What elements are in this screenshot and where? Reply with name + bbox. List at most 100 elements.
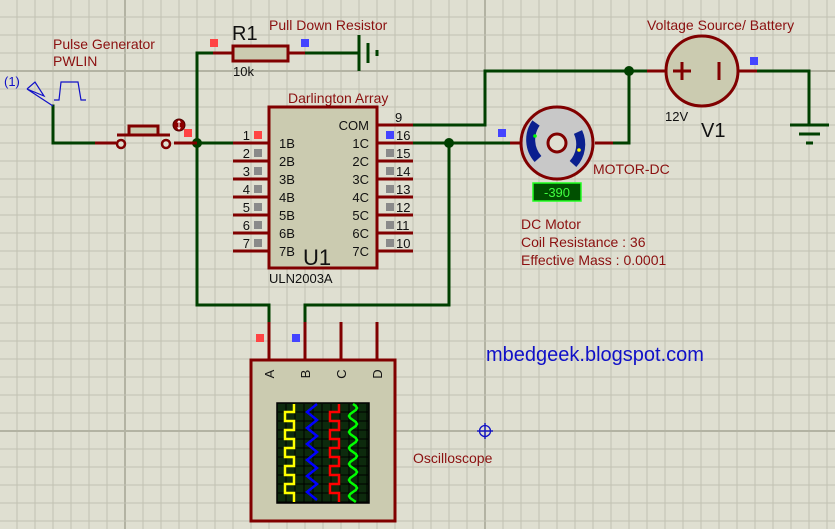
logic-state-low-indicator — [386, 131, 394, 139]
pin-number: 3 — [243, 164, 250, 179]
motor-property: DC Motor — [521, 216, 581, 232]
logic-state-low-indicator — [292, 334, 300, 342]
trace-channel-a — [283, 404, 296, 502]
logic-state-high-indicator — [254, 131, 262, 139]
pin-name: 1B — [279, 136, 295, 151]
ic-pin-4[interactable]: 4 4B — [233, 182, 295, 205]
logic-state-unknown-indicator — [254, 149, 262, 157]
ic-pin-5[interactable]: 5 5B — [233, 200, 295, 223]
battery-plus-icon — [673, 62, 691, 80]
oscilloscope-channel-b: B — [298, 370, 313, 379]
push-button-switch[interactable] — [95, 118, 197, 150]
ic-pin-1[interactable]: 1 1B — [233, 128, 295, 151]
pin-number: 12 — [396, 200, 410, 215]
pin-name: 5C — [352, 208, 369, 223]
ic-part-number: ULN2003A — [269, 271, 333, 286]
pin-number: 13 — [396, 182, 410, 197]
battery-voltage: 12V — [665, 109, 688, 124]
pin-name: 4C — [352, 190, 369, 205]
ic-pin-3[interactable]: 33B — [233, 164, 295, 187]
ic-pin-12[interactable]: 5C 12 — [352, 200, 413, 223]
logic-state-low-indicator — [750, 57, 758, 65]
pulse-waveform-icon — [54, 81, 86, 101]
pin-number: 9 — [395, 110, 402, 125]
crosshair-marker-icon[interactable] — [477, 423, 493, 439]
wire-r1-junction-scope-a[interactable] — [195, 51, 271, 325]
logic-state-unknown-indicator — [254, 239, 262, 247]
trace-channel-b — [304, 403, 320, 501]
logic-state-unknown-indicator — [386, 203, 394, 211]
motor-magnet-left — [526, 120, 542, 162]
pin-name: 7B — [279, 244, 295, 259]
pin-number: 5 — [243, 200, 250, 215]
ic-body — [267, 105, 379, 270]
logic-state-unknown-indicator — [386, 167, 394, 175]
pin-name: 4B — [279, 190, 295, 205]
resistor-description: Pull Down Resistor — [269, 17, 388, 33]
motor-speed-readout: -390 — [544, 185, 570, 200]
pulse-generator-title: Pulse Generator — [53, 36, 155, 52]
ic-pin-15[interactable]: 2C 15 — [352, 146, 413, 169]
wire-motor-to-battery[interactable] — [608, 69, 631, 145]
motor-property: Effective Mass : 0.0001 — [521, 252, 666, 268]
logic-state-unknown-indicator — [254, 167, 262, 175]
pin-number: 7 — [243, 236, 250, 251]
ic-pin-7[interactable]: 7 7B — [233, 236, 295, 259]
logic-state-unknown-indicator — [254, 221, 262, 229]
generator-arrow-icon — [26, 81, 54, 107]
ic-pin-6[interactable]: 66B — [233, 218, 295, 241]
ground-symbol-icon — [357, 35, 379, 71]
junction-dot — [624, 66, 634, 76]
logic-state-unknown-indicator — [254, 203, 262, 211]
wire-com-to-battery[interactable] — [393, 69, 667, 127]
watermark-text: mbedgeek.blogspot.com — [486, 344, 704, 366]
switch-actuator-icon[interactable] — [172, 118, 186, 132]
resistor-r1[interactable]: R1 10k Pull Down Resistor — [210, 17, 388, 79]
ic-pin-13[interactable]: 4C 13 — [352, 182, 413, 205]
pin-number: 14 — [396, 164, 410, 179]
oscilloscope-channel-a: A — [262, 369, 277, 378]
motor-shaft — [546, 132, 568, 154]
pin-number: 15 — [396, 146, 410, 161]
ic-uln2003a[interactable]: Darlington Array U1 ULN2003A 11B22B33B44… — [233, 90, 413, 286]
ic-pin-9[interactable]: COM 9 — [339, 110, 413, 133]
trace-channel-c — [328, 404, 341, 502]
ground-symbol-icon — [790, 123, 829, 145]
dc-motor[interactable]: MOTOR-DC -390 DC Motor Coil Resistance :… — [498, 105, 670, 268]
ic-ref: U1 — [303, 245, 331, 270]
resistor-value: 10k — [233, 64, 254, 79]
pulse-generator-model: PWLIN — [53, 53, 97, 69]
pin-number: 11 — [396, 218, 410, 233]
pin-name: 6C — [352, 226, 369, 241]
wire-pulse-to-switch[interactable] — [51, 104, 97, 145]
logic-state-unknown-indicator — [386, 185, 394, 193]
pin-number: 4 — [243, 182, 250, 197]
logic-state-high-indicator — [184, 129, 192, 137]
logic-state-unknown-indicator — [386, 239, 394, 247]
ic-pin-2[interactable]: 22B — [233, 146, 295, 169]
motor-speed-readout-box — [532, 182, 582, 202]
battery-v1[interactable]: Voltage Source/ Battery 12V V1 — [647, 17, 794, 142]
wire-battery-to-ground[interactable] — [753, 69, 811, 127]
pin-name: 2C — [352, 154, 369, 169]
oscilloscope-channel-c: C — [334, 369, 349, 378]
pin-name: 5B — [279, 208, 295, 223]
ic-pin-11[interactable]: 6C 11 — [352, 218, 413, 241]
wire-pin16-to-scope-b[interactable] — [303, 141, 451, 325]
logic-state-low-indicator — [498, 129, 506, 137]
trace-channel-d — [347, 402, 359, 504]
pin-number: 2 — [243, 146, 250, 161]
pin-number: 1 — [243, 128, 250, 143]
pin-number: 16 — [396, 128, 410, 143]
pin-name: 7C — [352, 244, 369, 259]
pulse-generator[interactable]: Pulse Generator PWLIN (1) — [4, 36, 155, 107]
resistor-ref: R1 — [232, 23, 258, 45]
pin-name: COM — [339, 118, 369, 133]
